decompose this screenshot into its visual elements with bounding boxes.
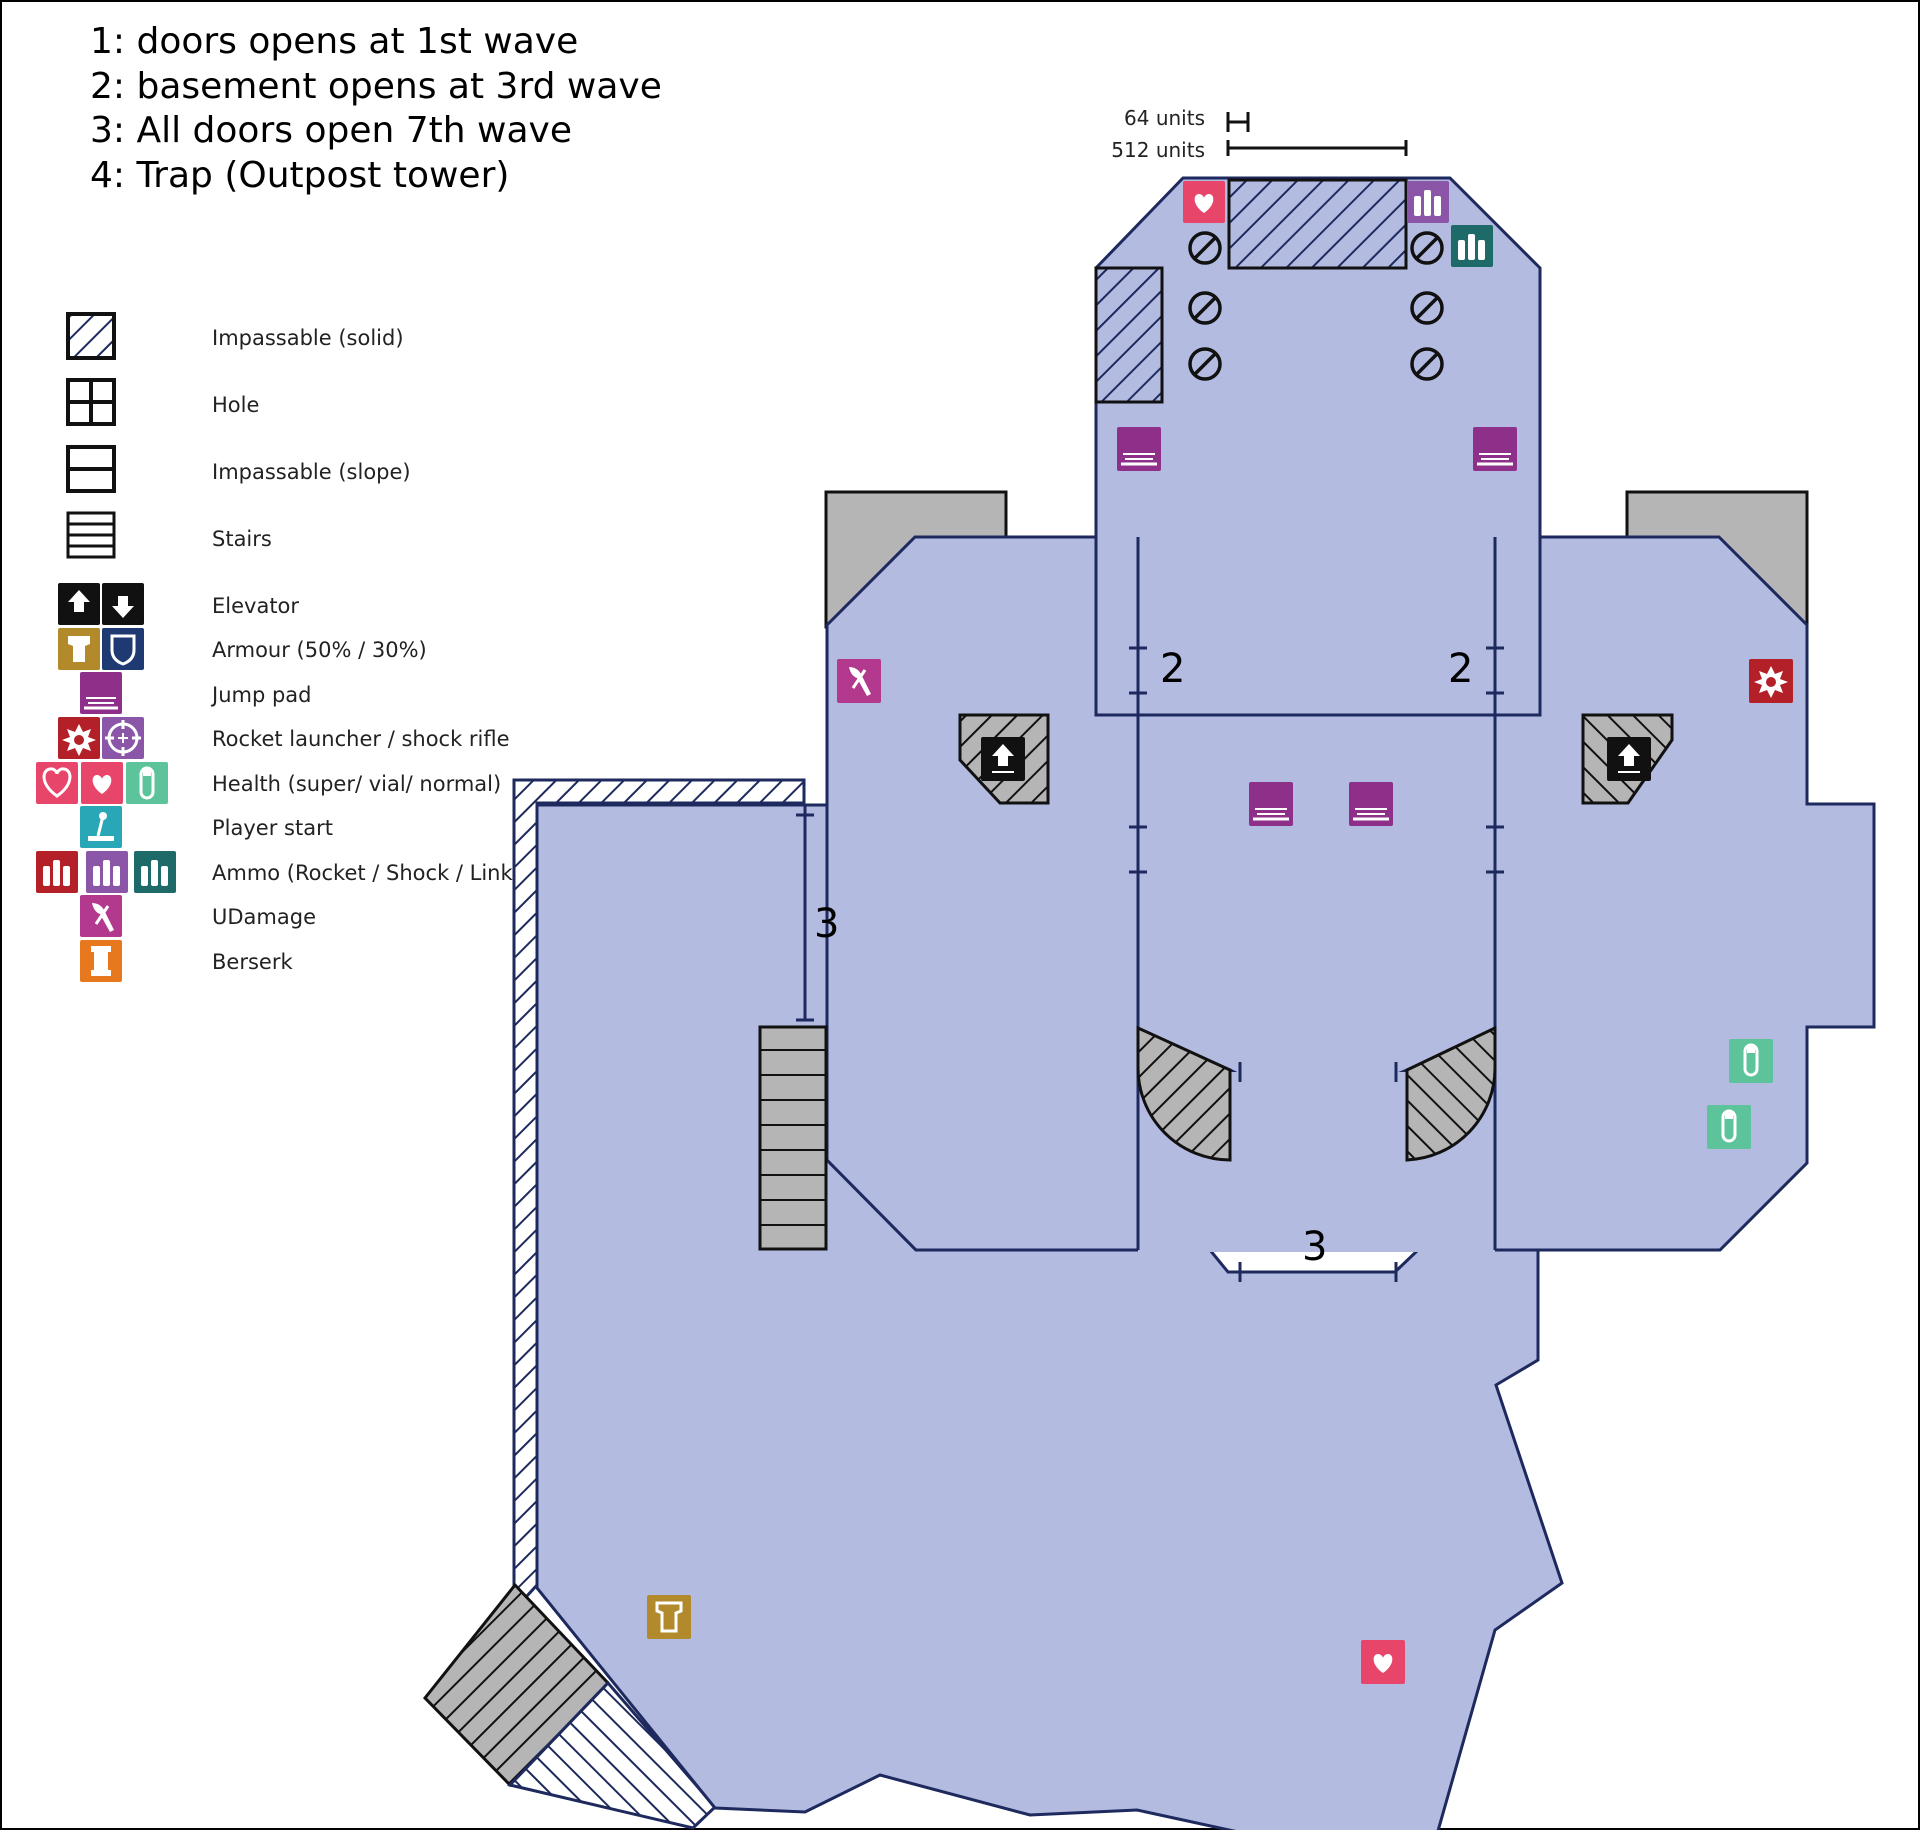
jump-pad-icon <box>80 672 122 714</box>
left-wing-floor <box>825 535 1140 1252</box>
elevator-down-icon <box>102 583 144 625</box>
armour-50-icon <box>58 628 100 670</box>
health-vial-icon <box>81 762 123 804</box>
door-label-2-left: 2 <box>1160 646 1185 692</box>
shock-rifle-icon <box>102 717 144 759</box>
door-label-3-bottom: 3 <box>1302 1224 1327 1270</box>
legend-label-player-start: Player start <box>212 816 333 840</box>
door-markers <box>796 646 1504 1282</box>
map-items <box>647 181 1793 1684</box>
scale-large-label: 512 units <box>1111 138 1205 162</box>
pillar-markers <box>1188 231 1444 381</box>
rocket-launcher-icon <box>58 717 100 759</box>
ammo-link-icon <box>134 851 176 893</box>
armour-30-icon <box>102 628 144 670</box>
ammo-shock-icon <box>86 851 128 893</box>
courtyard-health-vial-icon <box>1361 1640 1405 1684</box>
left-tower-solid-block <box>1094 266 1164 404</box>
legend-icons <box>36 312 176 982</box>
note-3: 3: All doors open 7th wave <box>90 110 572 151</box>
legend-label-berserk: Berserk <box>212 950 293 974</box>
basement-slope-right <box>1405 1025 1497 1162</box>
super-health-icon <box>36 762 78 804</box>
right-wing-health-1-icon <box>1729 1039 1773 1083</box>
scale-bar <box>1226 112 1408 156</box>
door-label-3-left: 3 <box>814 901 839 947</box>
elevator-up-icon <box>58 583 100 625</box>
player-start-icon <box>80 806 122 848</box>
door-label-2-right: 2 <box>1448 646 1473 692</box>
stairs-icon <box>66 511 116 559</box>
note-4: 4: Trap (Outpost tower) <box>90 154 510 196</box>
legend-label-stairs: Stairs <box>212 527 272 551</box>
health-normal-icon <box>126 762 168 804</box>
legend-label-armour: Armour (50% / 30%) <box>212 638 427 662</box>
tower-ammo-shock-icon <box>1407 181 1449 223</box>
legend-label-solid: Impassable (solid) <box>212 326 404 350</box>
basement-floor <box>1136 713 1497 1077</box>
right-wing-rocket-launcher-icon <box>1749 659 1793 703</box>
legend-label-slope: Impassable (slope) <box>212 460 411 484</box>
tower-jump-pad-left-icon <box>1117 427 1161 471</box>
left-wing-udamage-icon <box>837 659 881 703</box>
courtyard-armour-icon <box>647 1595 691 1639</box>
solid-icon <box>66 312 116 360</box>
stairs-left <box>758 1025 828 1251</box>
right-wing-floor <box>1493 535 1876 1252</box>
legend-label-udamage: UDamage <box>212 905 316 929</box>
right-elevator-up-icon <box>1607 737 1651 781</box>
berserk-icon <box>80 940 122 982</box>
legend-label-weapons: Rocket launcher / shock rifle <box>212 727 510 751</box>
tower-ammo-link-icon <box>1451 225 1493 267</box>
top-solid-block <box>1227 178 1408 270</box>
hole-icon <box>66 378 116 426</box>
basement-jump-pad-right-icon <box>1349 782 1393 826</box>
scale-small-label: 64 units <box>1124 106 1205 130</box>
basement-jump-pad-left-icon <box>1249 782 1293 826</box>
left-elevator-up-icon <box>981 737 1025 781</box>
legend-label-jump-pad: Jump pad <box>212 683 312 707</box>
legend-label-ammo: Ammo (Rocket / Shock / Link) <box>212 861 521 885</box>
legend-label-health: Health (super/ vial/ normal) <box>212 772 502 796</box>
udamage-icon <box>80 895 122 937</box>
slope-icon <box>66 445 116 493</box>
basement-slope-left <box>1136 1025 1232 1162</box>
legend-label-hole: Hole <box>212 393 260 417</box>
right-wing-health-2-icon <box>1707 1105 1751 1149</box>
note-2: 2: basement opens at 3rd wave <box>90 65 662 107</box>
legend-label-elevator: Elevator <box>212 594 300 618</box>
note-1: 1: doors opens at 1st wave <box>90 21 579 62</box>
ammo-rocket-icon <box>36 851 78 893</box>
tower-jump-pad-right-icon <box>1473 427 1517 471</box>
tower-health-vial-icon <box>1183 181 1225 223</box>
wave-notes: 1: doors opens at 1st wave 2: basement o… <box>90 20 662 198</box>
